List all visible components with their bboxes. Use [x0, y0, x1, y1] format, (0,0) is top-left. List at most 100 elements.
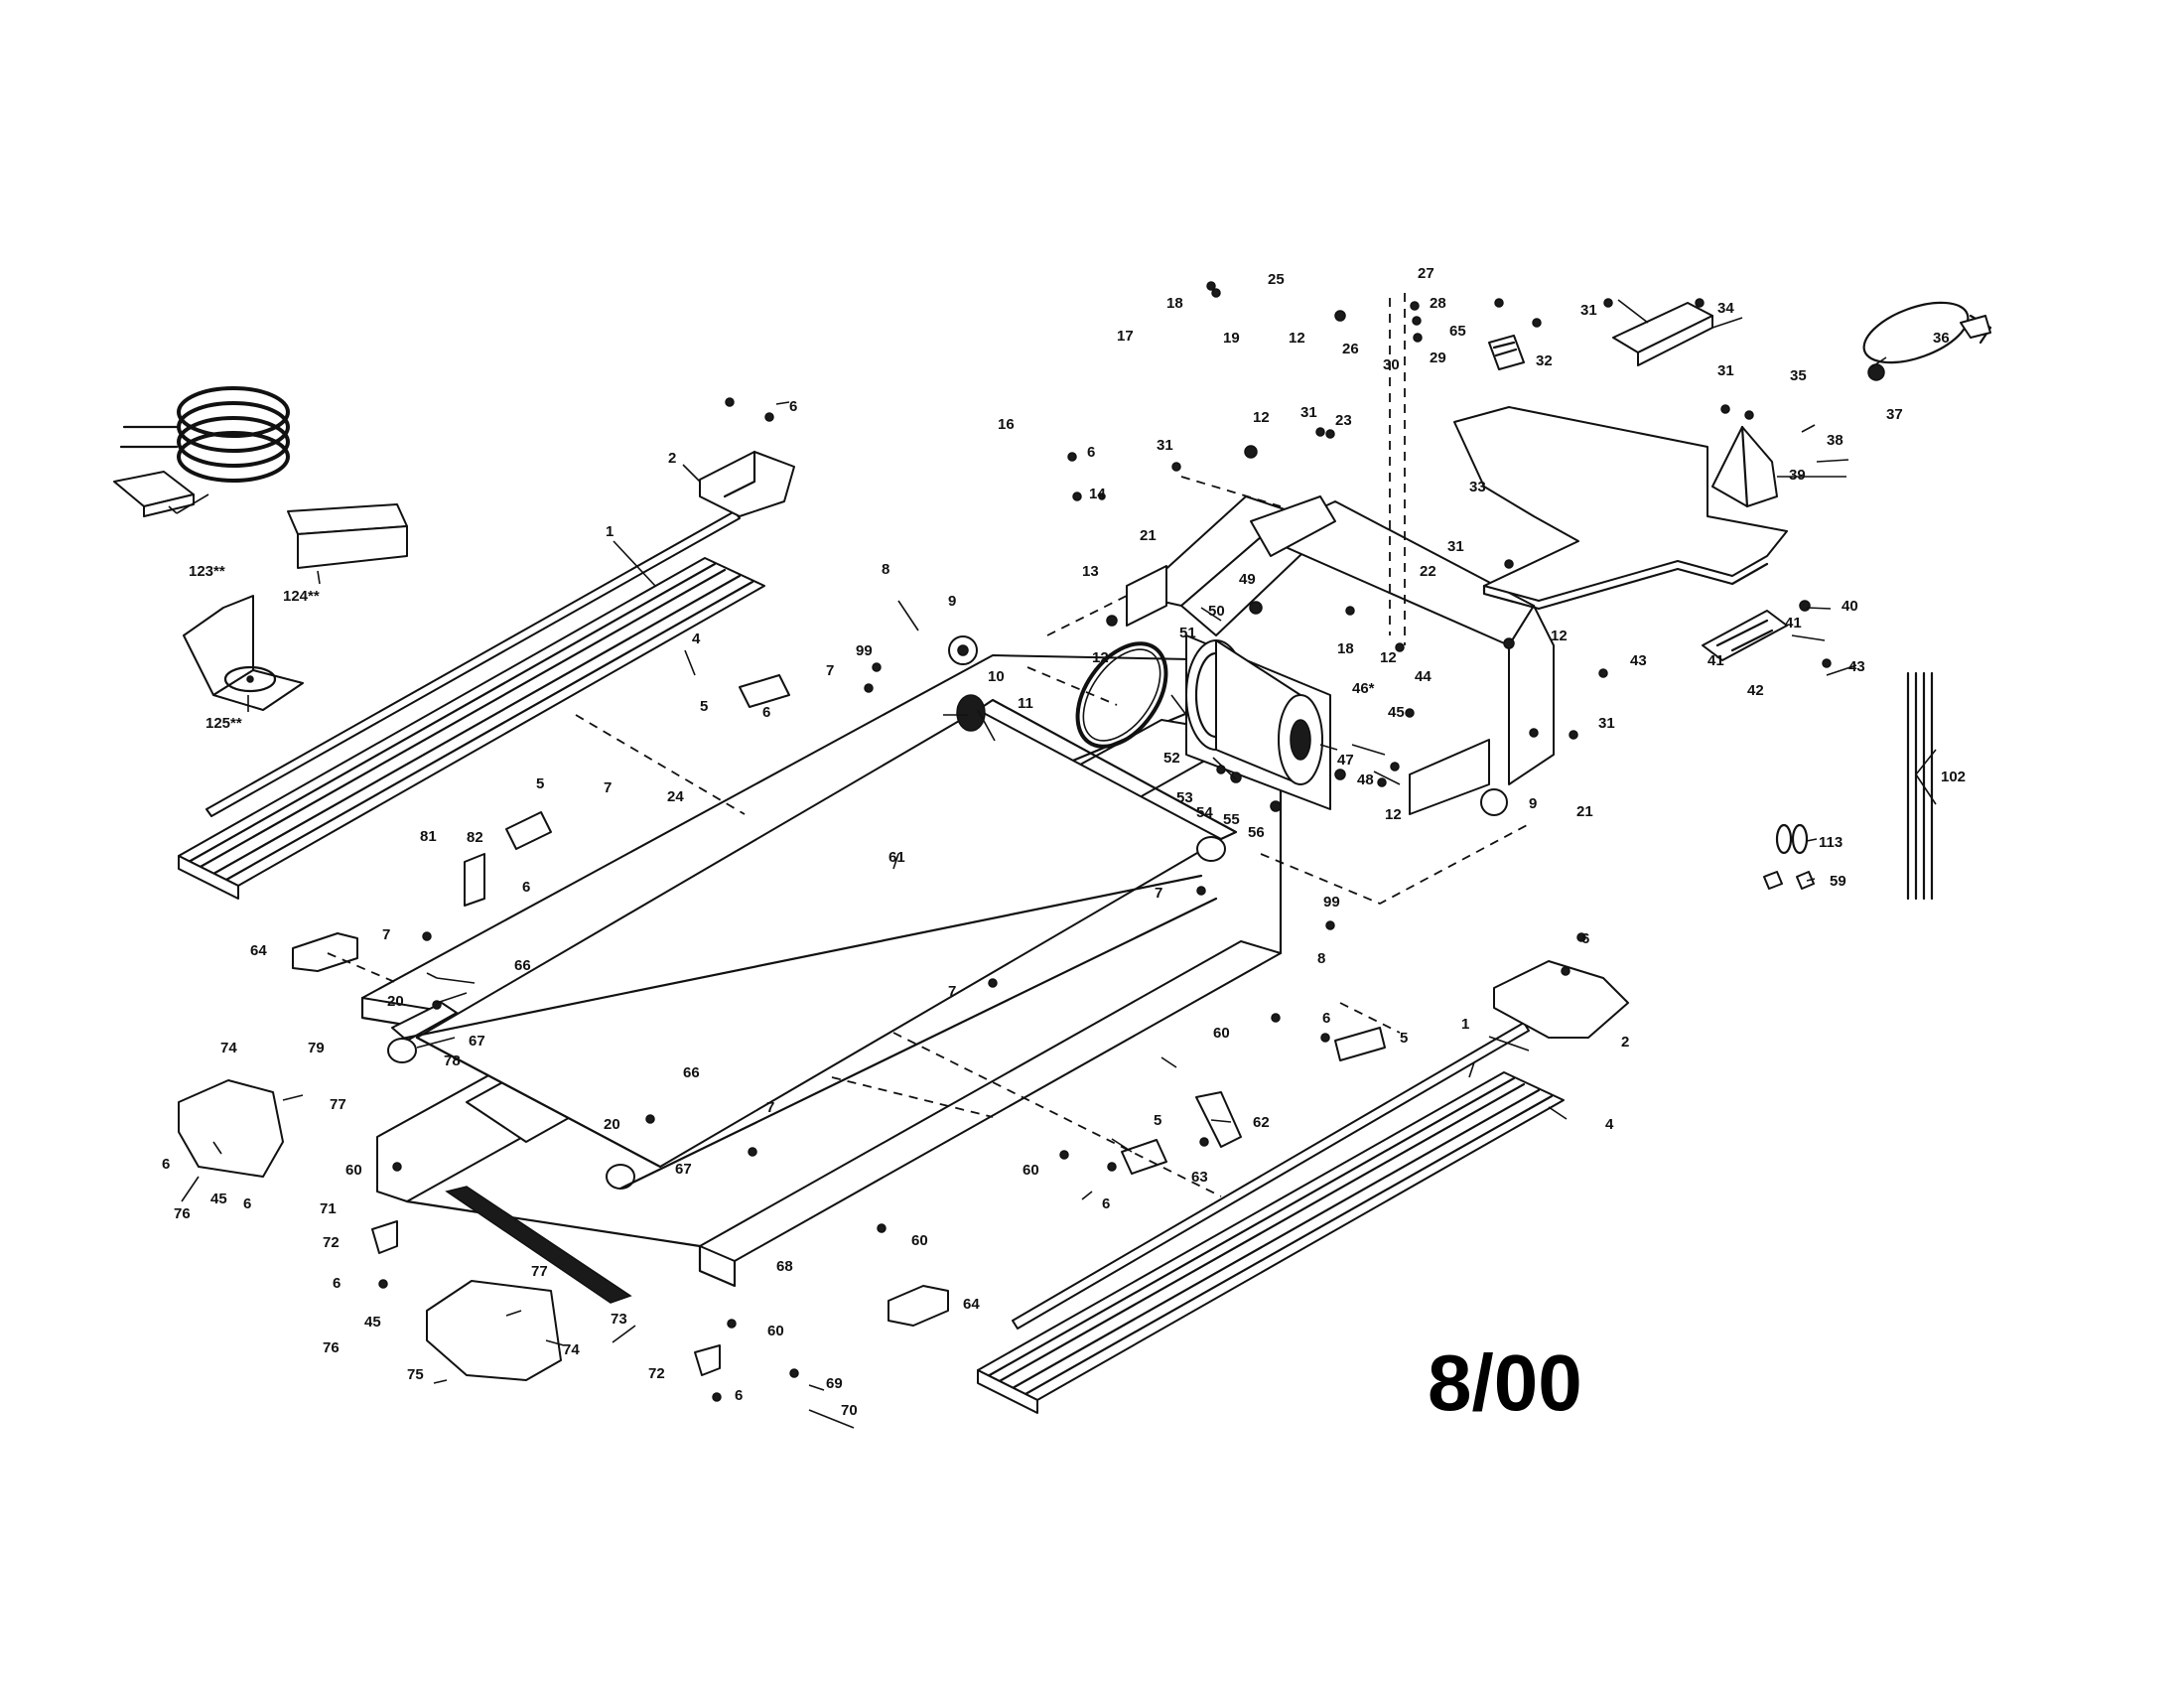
callout-74: 74 — [563, 1341, 580, 1358]
right-side-rail — [977, 1022, 1565, 1414]
callout-50: 50 — [1208, 603, 1225, 620]
callout-5: 5 — [1400, 1030, 1408, 1047]
callout-77: 77 — [330, 1096, 346, 1113]
callout-67: 67 — [469, 1033, 485, 1050]
callout-34: 34 — [1717, 300, 1734, 317]
front-roller — [387, 836, 1226, 1191]
motor-bracket-39 — [1711, 425, 1778, 508]
callout-102: 102 — [1941, 769, 1966, 785]
callout-64: 64 — [250, 942, 267, 959]
callout-21: 21 — [1140, 527, 1157, 544]
callout-19: 19 — [1223, 330, 1240, 347]
callout-74: 74 — [220, 1040, 237, 1056]
callout-32: 32 — [1536, 352, 1553, 369]
callout-51: 51 — [1179, 625, 1196, 641]
callout-12: 12 — [1551, 628, 1568, 644]
manual-and-media-group — [113, 386, 408, 711]
callout-4: 4 — [1605, 1116, 1614, 1133]
callout-7: 7 — [948, 983, 956, 1000]
callout-1: 1 — [606, 523, 614, 540]
rear-bracket-left — [699, 450, 795, 517]
callout-79: 79 — [308, 1040, 325, 1056]
callout-6: 6 — [735, 1387, 743, 1404]
callout-61: 61 — [888, 849, 905, 866]
callout-24: 24 — [667, 788, 684, 805]
callout-44: 44 — [1415, 668, 1432, 685]
callout-7: 7 — [826, 662, 834, 679]
callout-13: 13 — [1082, 563, 1099, 580]
date-stamp: 8/00 — [1428, 1338, 1582, 1427]
callout-17: 17 — [1117, 328, 1134, 345]
callout-60: 60 — [345, 1162, 362, 1179]
callout-81: 81 — [420, 828, 437, 845]
callout-27: 27 — [1418, 265, 1434, 282]
callout-64: 64 — [963, 1296, 980, 1313]
end-cap-64-left — [292, 932, 358, 972]
callout-45: 45 — [1388, 704, 1405, 721]
callout-7: 7 — [382, 926, 390, 943]
callout-31: 31 — [1157, 437, 1173, 454]
callout-123: 123** — [189, 563, 225, 580]
callout-68: 68 — [776, 1258, 793, 1275]
callout-60: 60 — [1213, 1025, 1230, 1042]
power-cord-36 — [1862, 301, 1992, 381]
callout-76: 76 — [174, 1205, 191, 1222]
callout-53: 53 — [1176, 789, 1193, 806]
leader-lines — [168, 299, 1937, 1429]
callout-6: 6 — [333, 1275, 341, 1292]
callout-30: 30 — [1383, 356, 1400, 373]
circuit-board-42 — [1702, 610, 1788, 661]
callout-6: 6 — [1102, 1195, 1110, 1212]
left-side-rail — [178, 510, 765, 900]
callout-73: 73 — [611, 1311, 627, 1328]
callout-52: 52 — [1163, 750, 1180, 767]
callout-46: 46* — [1352, 680, 1375, 697]
isolators-5 — [505, 674, 1386, 1175]
callout-12: 12 — [1385, 806, 1402, 823]
callout-41: 41 — [1785, 615, 1802, 632]
callout-62: 62 — [1253, 1114, 1270, 1131]
callout-67: 67 — [675, 1161, 692, 1178]
callout-37: 37 — [1886, 406, 1903, 423]
running-belt — [415, 698, 1238, 1169]
callout-14: 14 — [1089, 486, 1106, 502]
callout-11: 11 — [1018, 695, 1033, 712]
callout-26: 26 — [1342, 341, 1359, 357]
callout-16: 16 — [998, 416, 1015, 433]
callout-18: 18 — [1337, 640, 1354, 657]
callout-54: 54 — [1196, 804, 1213, 821]
motor-hood-pad-62 — [1195, 1091, 1242, 1148]
callout-22: 22 — [1420, 563, 1436, 580]
callout-7: 7 — [1155, 885, 1162, 902]
rear-bracket-right — [1493, 960, 1629, 1039]
callout-8: 8 — [882, 561, 889, 578]
callout-71: 71 — [320, 1200, 337, 1217]
callout-60: 60 — [1023, 1162, 1039, 1179]
callout-4: 4 — [692, 631, 701, 647]
callout-39: 39 — [1789, 467, 1806, 484]
callout-20: 20 — [604, 1116, 620, 1133]
safety-key-82 — [464, 853, 485, 907]
callout-31: 31 — [1598, 715, 1615, 732]
callout-6: 6 — [243, 1195, 251, 1212]
callout-25: 25 — [1268, 271, 1285, 288]
callout-6: 6 — [162, 1156, 170, 1173]
callout-63: 63 — [1191, 1169, 1208, 1186]
callout-43: 43 — [1630, 652, 1647, 669]
callout-6: 6 — [1087, 444, 1095, 461]
wheels — [948, 635, 1508, 816]
callout-7: 7 — [604, 779, 612, 796]
callout-35: 35 — [1790, 367, 1807, 384]
callout-66: 66 — [683, 1064, 700, 1081]
callout-45: 45 — [210, 1191, 227, 1207]
callout-21: 21 — [1576, 803, 1593, 820]
callout-31: 31 — [1580, 302, 1597, 319]
controller-board-34 — [1612, 302, 1713, 366]
callout-43: 43 — [1848, 658, 1865, 675]
callout-48: 48 — [1357, 772, 1374, 788]
callout-7: 7 — [766, 1099, 774, 1116]
callout-40: 40 — [1842, 598, 1858, 615]
callout-75: 75 — [407, 1366, 424, 1383]
callout-49: 49 — [1239, 571, 1256, 588]
callout-66: 66 — [514, 957, 531, 974]
